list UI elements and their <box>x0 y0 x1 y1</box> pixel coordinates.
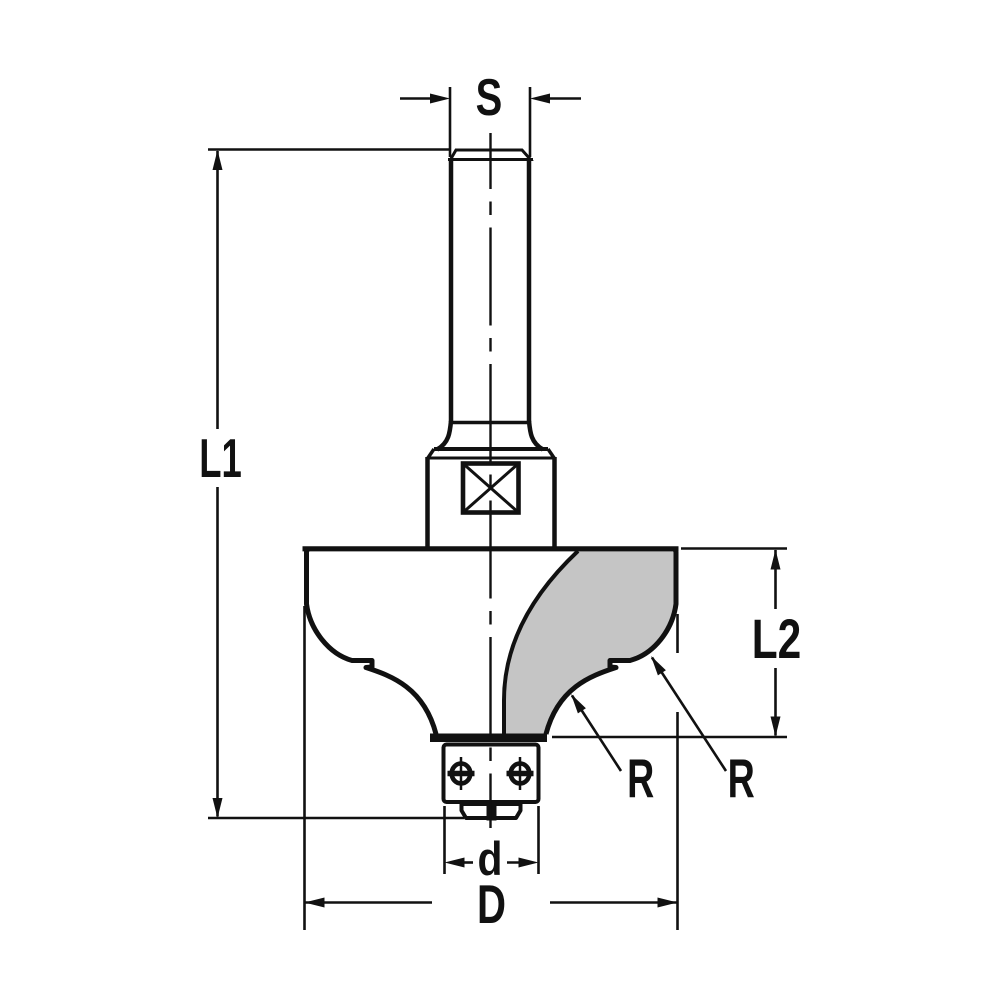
svg-text:L1: L1 <box>199 427 242 488</box>
svg-text:d: d <box>478 833 503 886</box>
svg-text:R: R <box>627 749 654 809</box>
svg-text:L2: L2 <box>752 609 802 671</box>
svg-text:R: R <box>728 749 755 809</box>
svg-text:D: D <box>477 874 506 936</box>
svg-text:S: S <box>476 68 503 126</box>
